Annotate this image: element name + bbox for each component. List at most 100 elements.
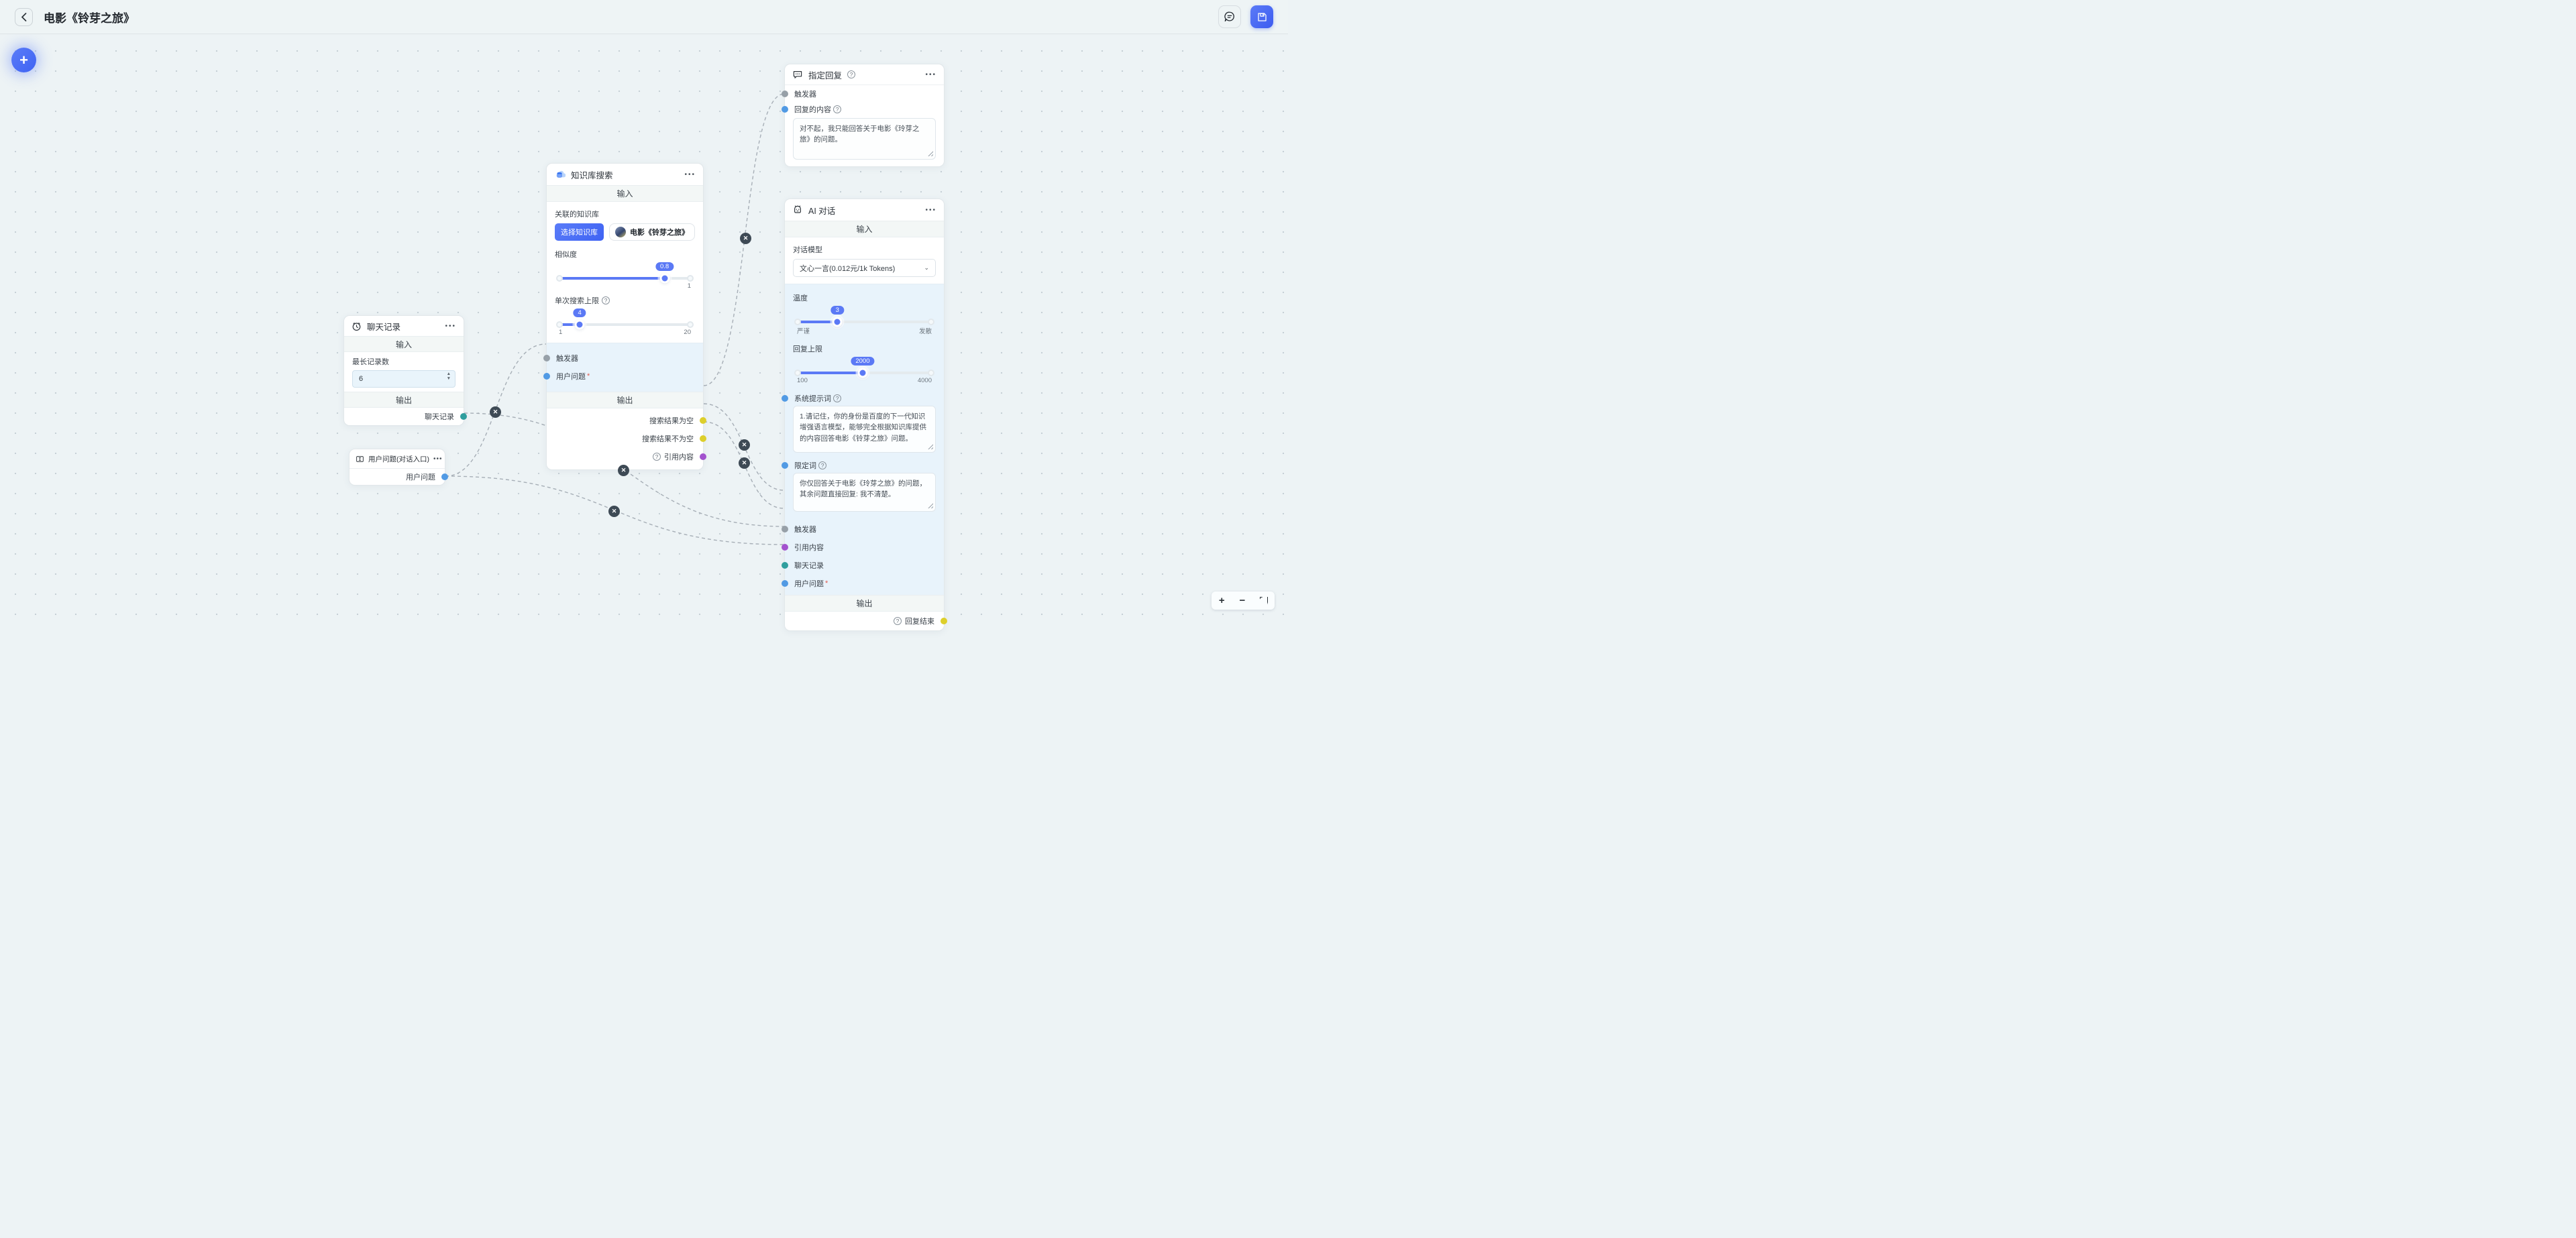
output-port-row: ? 引用内容 <box>547 447 706 465</box>
reply-content-label-row: 回复的内容 ? <box>782 102 944 117</box>
kb-associated-label: 关联的知识库 <box>555 211 599 219</box>
help-icon[interactable]: ? <box>818 461 827 469</box>
reply-content-wrap: 对不起，我只能回答关于电影《玲芽之旅》的问题。 <box>793 118 936 160</box>
help-icon[interactable]: ? <box>653 452 661 461</box>
zoom-in-button[interactable]: + <box>1218 595 1225 606</box>
help-icon[interactable]: ? <box>894 617 902 625</box>
slider-handle[interactable] <box>659 273 670 284</box>
sys-prompt-textarea[interactable]: 1.请记住，你的身份是百度的下一代知识增强语言模型，能够完全根据知识库提供的内容… <box>793 406 936 453</box>
help-icon[interactable]: ? <box>602 296 610 304</box>
node-menu-button[interactable]: ••• <box>433 455 443 463</box>
select-kb-button[interactable]: 选择知识库 <box>555 223 604 241</box>
port-result-not-empty-out[interactable] <box>700 435 706 442</box>
node-reply[interactable]: 指定回复 ? ••• 触发器 回复的内容 ? 对不起，我只能回答关于电影《玲芽之… <box>782 64 945 167</box>
port-user-question-out[interactable] <box>441 473 448 480</box>
port-label: 用户问题 <box>406 473 435 482</box>
fit-view-button[interactable] <box>1260 597 1267 604</box>
number-stepper[interactable]: ▲ ▼ <box>447 372 451 381</box>
slider-value-badge: 0.8 <box>655 262 674 271</box>
port-trigger-in[interactable] <box>543 354 550 361</box>
model-select[interactable]: 文心一言(0.012元/1k Tokens) ⌄ <box>793 259 936 277</box>
port-reply-content-in[interactable] <box>782 106 788 113</box>
temperature-slider[interactable]: 3 <box>794 306 934 327</box>
slider-handle[interactable] <box>832 317 843 327</box>
node-ai-chat[interactable]: AI 对话 ••• 输入 对话模型 文心一言(0.012元/1k Tokens)… <box>782 199 947 631</box>
port-history-in[interactable] <box>782 561 788 569</box>
edge-disconnect-button[interactable]: ✕ <box>739 439 750 451</box>
help-icon[interactable]: ? <box>833 394 842 402</box>
qualifier-label: 限定词 <box>794 462 816 470</box>
node-kb-search[interactable]: 知识库搜索 ••• 输入 关联的知识库 选择知识库 电影《铃芽之旅》 相似度 0… <box>543 163 706 470</box>
save-floppy-icon <box>1257 12 1267 21</box>
node-menu-button[interactable]: ••• <box>925 70 936 78</box>
port-label: 触发器 <box>794 90 816 99</box>
page-title: 电影《铃芽之旅》 <box>44 11 135 25</box>
chat-preview-button[interactable] <box>1218 5 1241 28</box>
output-port-row: ? 回复结束 <box>785 612 947 630</box>
output-section-label: 输出 <box>344 392 464 408</box>
max-records-input[interactable] <box>353 371 455 387</box>
max-records-label: 最长记录数 <box>352 358 389 366</box>
qualifier-wrap: 你仅回答关于电影《玲芽之旅》的问题，其余问题直接回复: 我不清楚。 <box>793 473 936 512</box>
port-user-question-in[interactable] <box>543 372 550 380</box>
node-menu-button[interactable]: ••• <box>445 322 456 330</box>
reply-content-textarea[interactable]: 对不起，我只能回答关于电影《玲芽之旅》的问题。 <box>793 118 936 160</box>
slider-handle[interactable] <box>574 319 585 330</box>
port-label: 搜索结果不为空 <box>642 435 694 443</box>
port-qualifier-in[interactable] <box>782 462 788 469</box>
save-button[interactable] <box>1250 5 1273 28</box>
port-label: 触发器 <box>556 354 578 363</box>
node-menu-button[interactable]: ••• <box>684 170 696 178</box>
stepper-down-icon[interactable]: ▼ <box>446 376 451 381</box>
robot-icon <box>792 205 803 215</box>
zoom-out-button[interactable]: − <box>1239 595 1246 606</box>
port-quote-in[interactable] <box>782 543 788 551</box>
node-header: 聊天记录 ••• <box>344 316 464 336</box>
port-trigger-in[interactable] <box>782 90 788 97</box>
node-chat-history[interactable]: 聊天记录 ••• 输入 最长记录数 ▲ ▼ 输出 聊天记录 <box>343 315 467 426</box>
output-port-row: 用户问题 <box>350 468 448 485</box>
node-user-question[interactable]: 用户问题(对话入口) ••• 用户问题 <box>349 449 448 486</box>
port-user-question-in[interactable] <box>782 579 788 587</box>
kb-input-ports: 触发器 用户问题* <box>543 343 703 392</box>
slider-handle[interactable] <box>857 368 868 378</box>
search-limit-label: 单次搜索上限 ? <box>555 295 695 306</box>
edge-disconnect-button[interactable]: ✕ <box>618 465 629 476</box>
output-section-label: 输出 <box>785 595 944 612</box>
reply-limit-label: 回复上限 <box>793 345 822 353</box>
output-section-label: 输出 <box>547 392 703 408</box>
kb-output-ports: 搜索结果为空 搜索结果不为空 ? 引用内容 <box>547 408 706 469</box>
node-body: 最长记录数 ▲ ▼ <box>344 352 464 392</box>
add-node-button[interactable]: + <box>11 48 36 72</box>
port-result-empty-out[interactable] <box>700 416 706 424</box>
input-section-label: 输入 <box>344 336 464 352</box>
edge-disconnect-button[interactable]: ✕ <box>739 457 750 469</box>
port-label: 聊天记录 <box>425 413 454 421</box>
kb-chip-label: 电影《铃芽之旅》 <box>630 229 689 237</box>
model-label: 对话模型 <box>793 246 822 254</box>
back-chevron-icon <box>21 12 27 21</box>
node-menu-button[interactable]: ••• <box>925 206 936 214</box>
model-value: 文心一言(0.012元/1k Tokens) <box>800 264 896 273</box>
similarity-slider[interactable]: 0.8 <box>556 262 694 284</box>
ai-input-ports: 触发器 引用内容 聊天记录 用户问题* <box>782 516 944 595</box>
required-mark: * <box>825 579 828 587</box>
back-button[interactable] <box>15 7 33 26</box>
qualifier-textarea[interactable]: 你仅回答关于电影《玲芽之旅》的问题，其余问题直接回复: 我不清楚。 <box>793 473 936 512</box>
help-icon[interactable]: ? <box>833 105 842 113</box>
port-reply-end-out[interactable] <box>941 618 947 624</box>
sys-prompt-label: 系统提示词 <box>794 395 831 403</box>
reply-limit-slider[interactable]: 2000 <box>794 357 934 378</box>
port-chat-history-out[interactable] <box>460 413 467 420</box>
search-limit-slider[interactable]: 4 <box>556 308 694 330</box>
port-quote-out[interactable] <box>700 453 706 460</box>
edge-disconnect-button[interactable]: ✕ <box>608 506 620 517</box>
port-trigger-in[interactable] <box>782 525 788 532</box>
kb-chip[interactable]: 电影《铃芽之旅》 <box>609 223 695 241</box>
toolbar <box>1218 5 1273 28</box>
port-sys-prompt-in[interactable] <box>782 395 788 402</box>
edge-disconnect-button[interactable]: ✕ <box>490 406 501 418</box>
edge-disconnect-button[interactable]: ✕ <box>740 233 751 244</box>
help-icon[interactable]: ? <box>847 70 856 78</box>
